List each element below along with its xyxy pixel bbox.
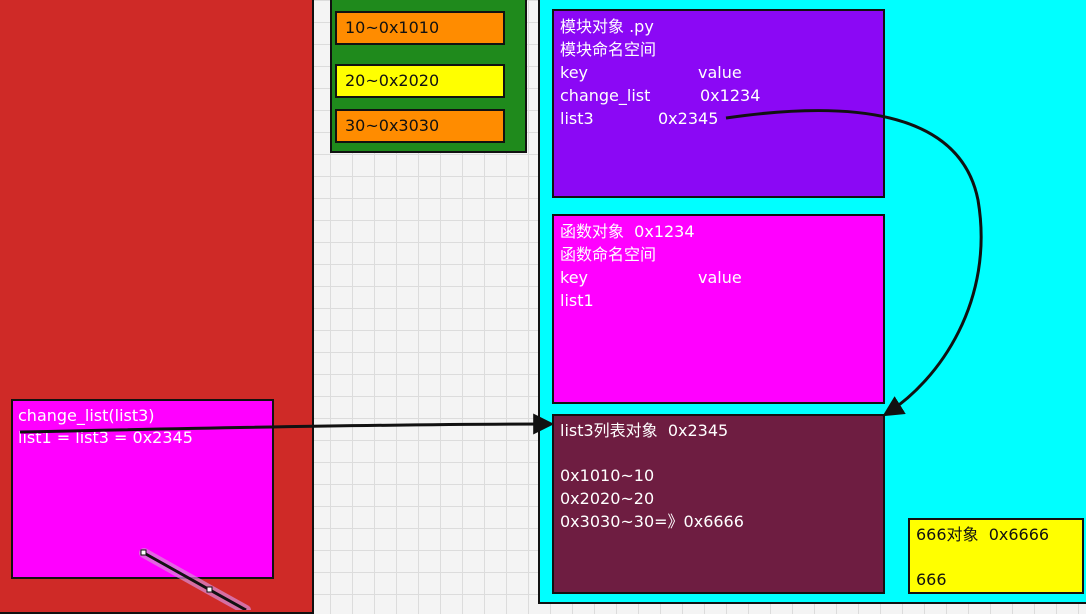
module-col-value: value [698, 63, 742, 82]
module-row-key-change-list: change_list [560, 86, 651, 105]
function-row-key-list1: list1 [560, 291, 594, 310]
list-item-1: 0x1010~10 [560, 466, 655, 485]
int-666-object [908, 518, 1084, 594]
function-object [552, 214, 885, 404]
list-item-3: 0x3030~30=》0x6666 [560, 512, 744, 531]
int-666-object-value: 666 [916, 570, 947, 589]
list-object [552, 414, 885, 594]
pool-item-30: 30~0x3030 [335, 109, 505, 143]
call-frame [11, 399, 274, 579]
function-col-value: value [698, 268, 742, 287]
pool-item-20: 20~0x2020 [335, 64, 505, 98]
function-col-key: key [560, 268, 589, 287]
list-object-title: list3列表对象 0x2345 [560, 421, 729, 440]
module-row-key-list3: list3 [560, 109, 594, 128]
module-namespace-label: 模块命名空间 [560, 40, 657, 59]
call-frame-line-1: change_list(list3) [18, 406, 155, 425]
function-namespace-label: 函数命名空间 [560, 245, 657, 264]
module-object-title: 模块对象 .py [560, 17, 654, 36]
list-item-2: 0x2020~20 [560, 489, 655, 508]
function-object-title: 函数对象 0x1234 [560, 222, 695, 241]
int-666-object-title: 666对象 0x6666 [916, 525, 1050, 544]
call-frame-line-2: list1 = list3 = 0x2345 [18, 428, 193, 447]
module-col-key: key [560, 63, 589, 82]
module-row-value-change-list: 0x1234 [700, 86, 761, 105]
pool-item-10: 10~0x1010 [335, 11, 505, 45]
module-row-value-list3: 0x2345 [658, 109, 719, 128]
